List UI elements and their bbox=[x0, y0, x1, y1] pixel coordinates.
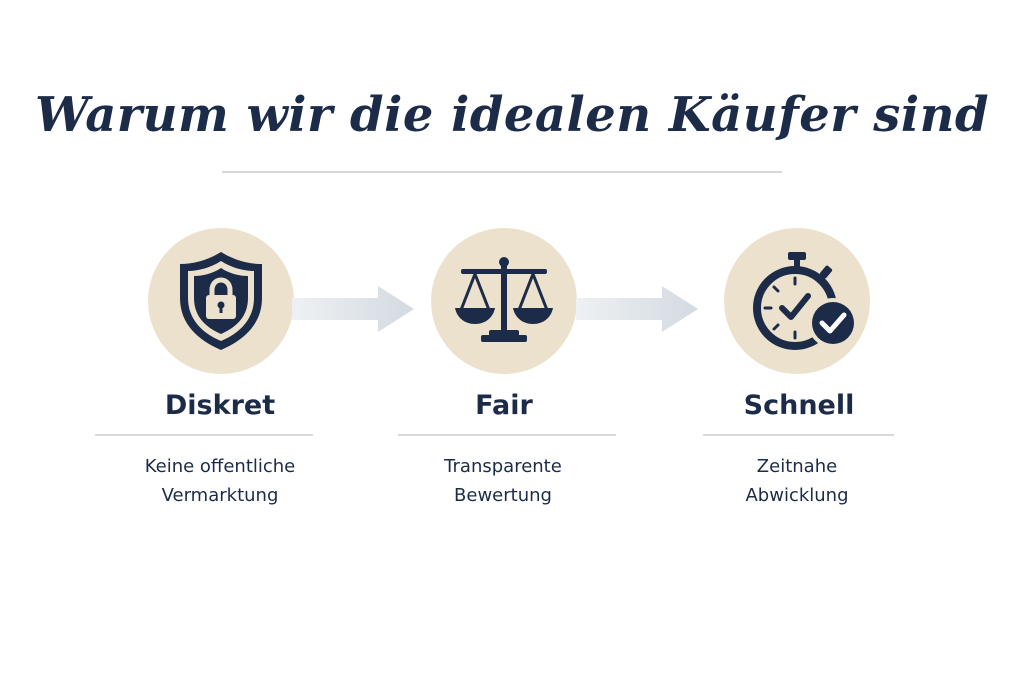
step-title-fair: Fair bbox=[475, 390, 533, 421]
step-description-line: Vermarktung bbox=[161, 485, 279, 506]
balance-scale-icon bbox=[455, 257, 553, 342]
page-title: Warum wir die idealen Käufer sind bbox=[34, 87, 990, 143]
step-description-line: Abwicklung bbox=[745, 485, 849, 506]
shield-lock-icon bbox=[180, 252, 262, 350]
title-divider bbox=[222, 171, 782, 173]
step-circle-diskret bbox=[148, 228, 294, 374]
step-circle-schnell bbox=[724, 228, 870, 374]
step-circle-fair bbox=[431, 228, 577, 374]
step-description-line: Transparente bbox=[444, 456, 562, 477]
step-divider-schnell bbox=[703, 434, 894, 436]
step-description-line: Bewertung bbox=[454, 485, 552, 506]
step-description-schnell: Zeitnahe Abwicklung bbox=[667, 452, 927, 510]
arrow-right-1 bbox=[292, 286, 414, 332]
arrow-right-2 bbox=[576, 286, 698, 332]
step-description-fair: Transparente Bewertung bbox=[373, 452, 633, 510]
step-description-line: Zeitnahe bbox=[756, 456, 838, 477]
step-description-line: Keine offentliche bbox=[144, 456, 296, 477]
step-description-diskret: Keine offentliche Vermarktung bbox=[90, 452, 350, 510]
stopwatch-check-icon bbox=[753, 252, 858, 350]
step-divider-fair bbox=[398, 434, 616, 436]
step-title-diskret: Diskret bbox=[164, 390, 276, 421]
step-divider-diskret bbox=[95, 434, 313, 436]
step-title-schnell: Schnell bbox=[743, 390, 855, 421]
